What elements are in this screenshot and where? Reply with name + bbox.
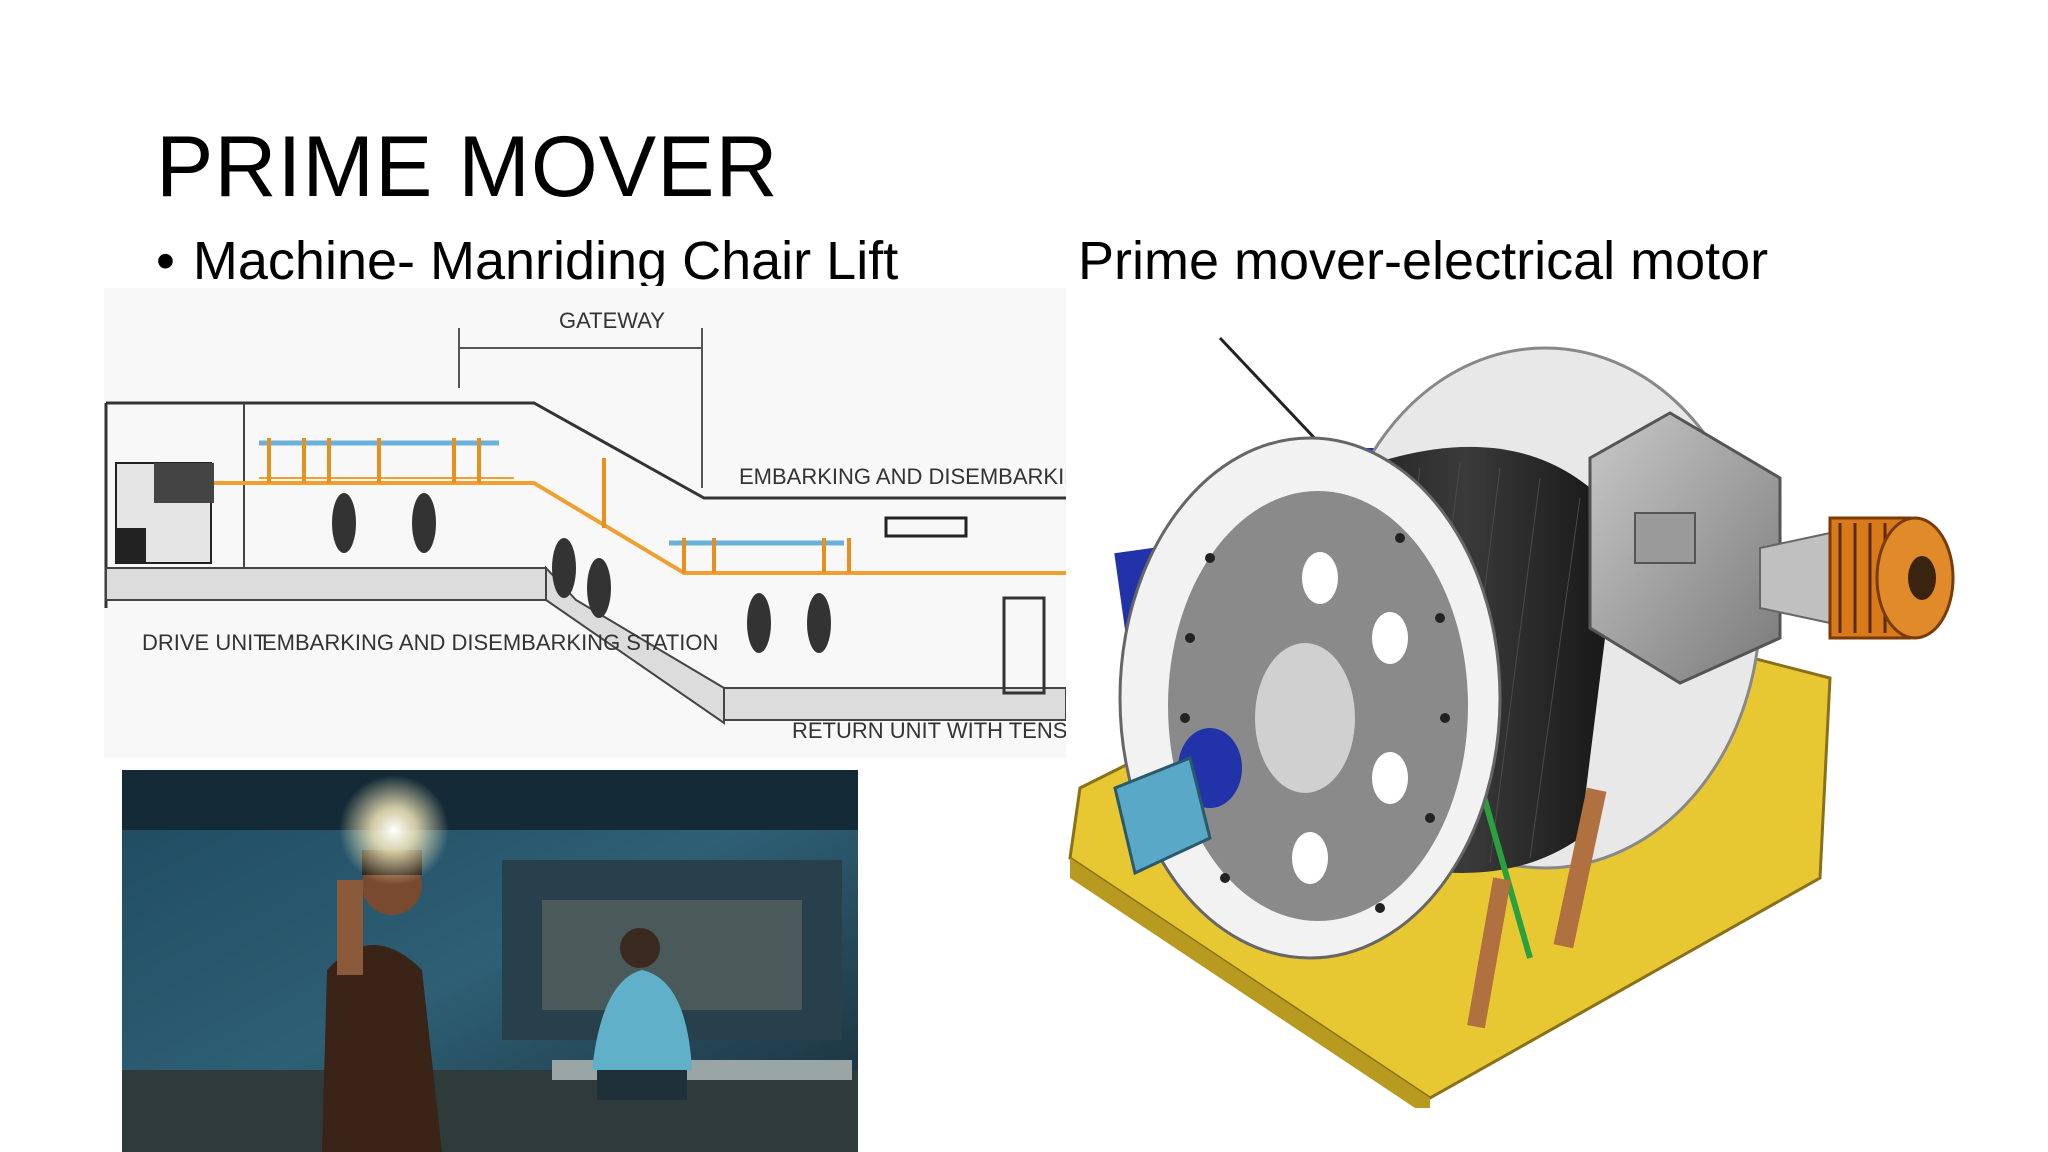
- winch-motor-illustration: [1060, 318, 1980, 1118]
- drive-unit-label: DRIVE UNIT: [142, 630, 267, 655]
- slide-title: PRIME MOVER: [156, 119, 779, 215]
- chair-lift-diagram-svg: GATEWAY: [104, 288, 1195, 758]
- bullet-item: • Machine- Manriding Chair Lift: [156, 228, 898, 286]
- lower-station-label: EMBARKING AND DISEMBARKING STATION: [262, 630, 718, 655]
- right-caption: Prime mover-electrical motor: [1078, 231, 1769, 286]
- chair-lift-diagram: GATEWAY: [104, 288, 1195, 758]
- winch-motor-svg: [1068, 336, 1955, 1118]
- return-unit-label: RETURN UNIT WITH TENSIONING TO: [792, 718, 1066, 743]
- mine-photo: [122, 770, 858, 1152]
- bullet-text: Machine- Manriding Chair Lift: [192, 231, 899, 286]
- bullet-dot-icon: •: [156, 231, 175, 286]
- gateway-label: GATEWAY: [559, 308, 665, 333]
- mine-photo-svg: [122, 770, 858, 1152]
- upper-station-label: EMBARKING AND DISEMBARKING STATION: [739, 464, 1066, 489]
